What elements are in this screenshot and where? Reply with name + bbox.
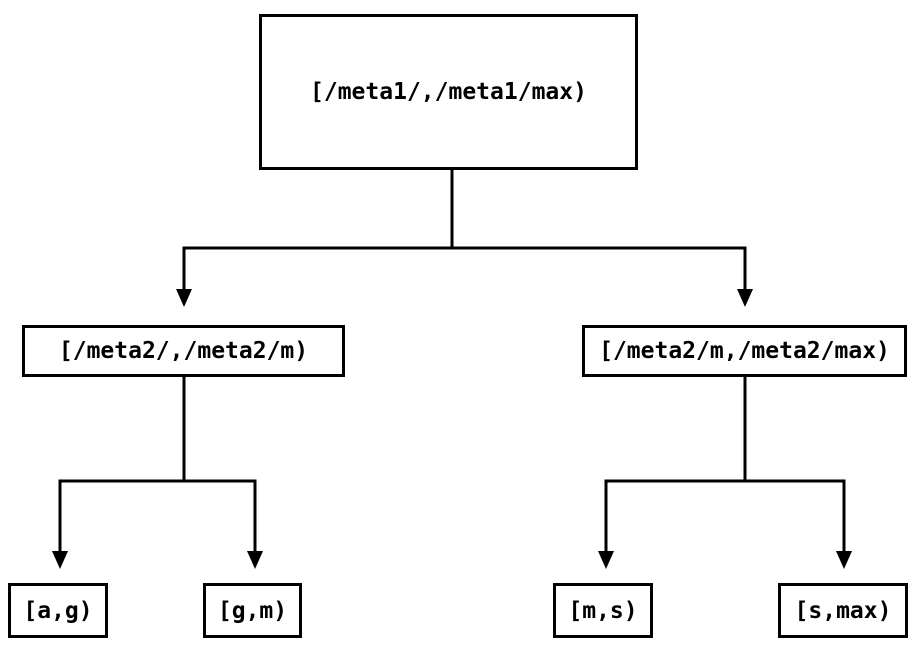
node-leaf-1-label: [a,g)	[23, 597, 93, 624]
arrowhead-icon	[836, 551, 852, 569]
node-leaf-4: [s,max)	[778, 583, 908, 638]
edge-root-to-children	[182, 170, 747, 290]
node-leaf-3-label: [m,s)	[568, 597, 638, 624]
node-leaf-2: [g,m)	[203, 583, 302, 638]
edge-midleft-to-children	[58, 377, 257, 552]
arrowhead-icon	[247, 551, 263, 569]
node-leaf-4-label: [s,max)	[794, 597, 892, 624]
node-root-label: [/meta1/,/meta1/max)	[310, 79, 587, 105]
node-mid-left: [/meta2/,/meta2/m)	[22, 325, 345, 377]
edge-root-branches	[182, 246, 747, 290]
edge-midright-branches	[604, 479, 846, 552]
edge-midright-to-children	[604, 377, 846, 552]
node-leaf-3: [m,s)	[553, 583, 653, 638]
node-leaf-1: [a,g)	[8, 583, 108, 638]
node-mid-left-label: [/meta2/,/meta2/m)	[58, 338, 309, 364]
node-mid-right-label: [/meta2/m,/meta2/max)	[599, 338, 890, 364]
arrowhead-icon	[598, 551, 614, 569]
arrowhead-icon	[52, 551, 68, 569]
node-root: [/meta1/,/meta1/max)	[259, 14, 638, 170]
node-mid-right: [/meta2/m,/meta2/max)	[582, 325, 907, 377]
arrowhead-icon	[176, 289, 192, 307]
edge-midleft-branches	[58, 479, 257, 552]
arrowhead-icon	[737, 289, 753, 307]
node-leaf-2-label: [g,m)	[217, 597, 288, 624]
